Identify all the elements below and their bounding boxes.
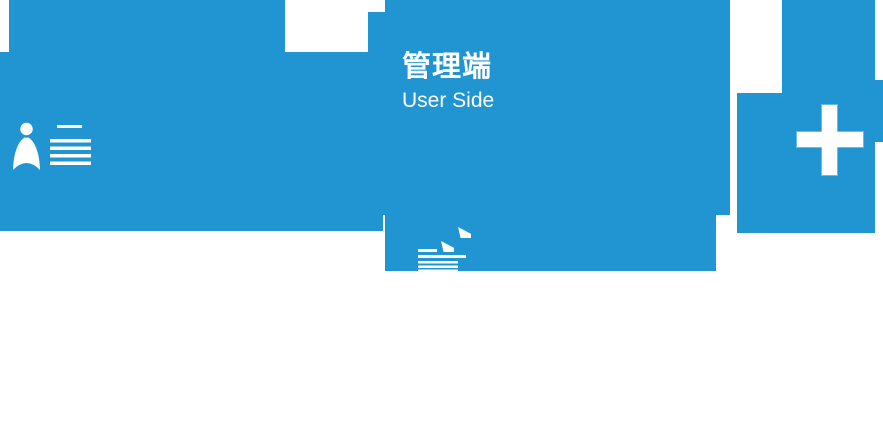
tile-left-small xyxy=(205,0,284,42)
document-text-lines xyxy=(418,261,458,313)
title-chinese: 管理端 xyxy=(402,51,493,83)
document-line xyxy=(418,255,466,258)
tile-center-tall xyxy=(385,0,716,271)
document-line xyxy=(418,249,437,252)
tile-right-corner xyxy=(849,80,883,142)
plus-icon xyxy=(797,105,863,175)
page-fold-front-icon xyxy=(441,241,454,252)
user-card-icon xyxy=(8,116,98,170)
document-pages-icon xyxy=(418,227,472,313)
page-fold-back-icon xyxy=(458,227,471,238)
title-english: User Side xyxy=(402,89,495,112)
title-block: 管理端 User Side xyxy=(402,50,494,114)
person-icon xyxy=(13,120,91,170)
plus-horizontal-bar xyxy=(797,132,863,147)
